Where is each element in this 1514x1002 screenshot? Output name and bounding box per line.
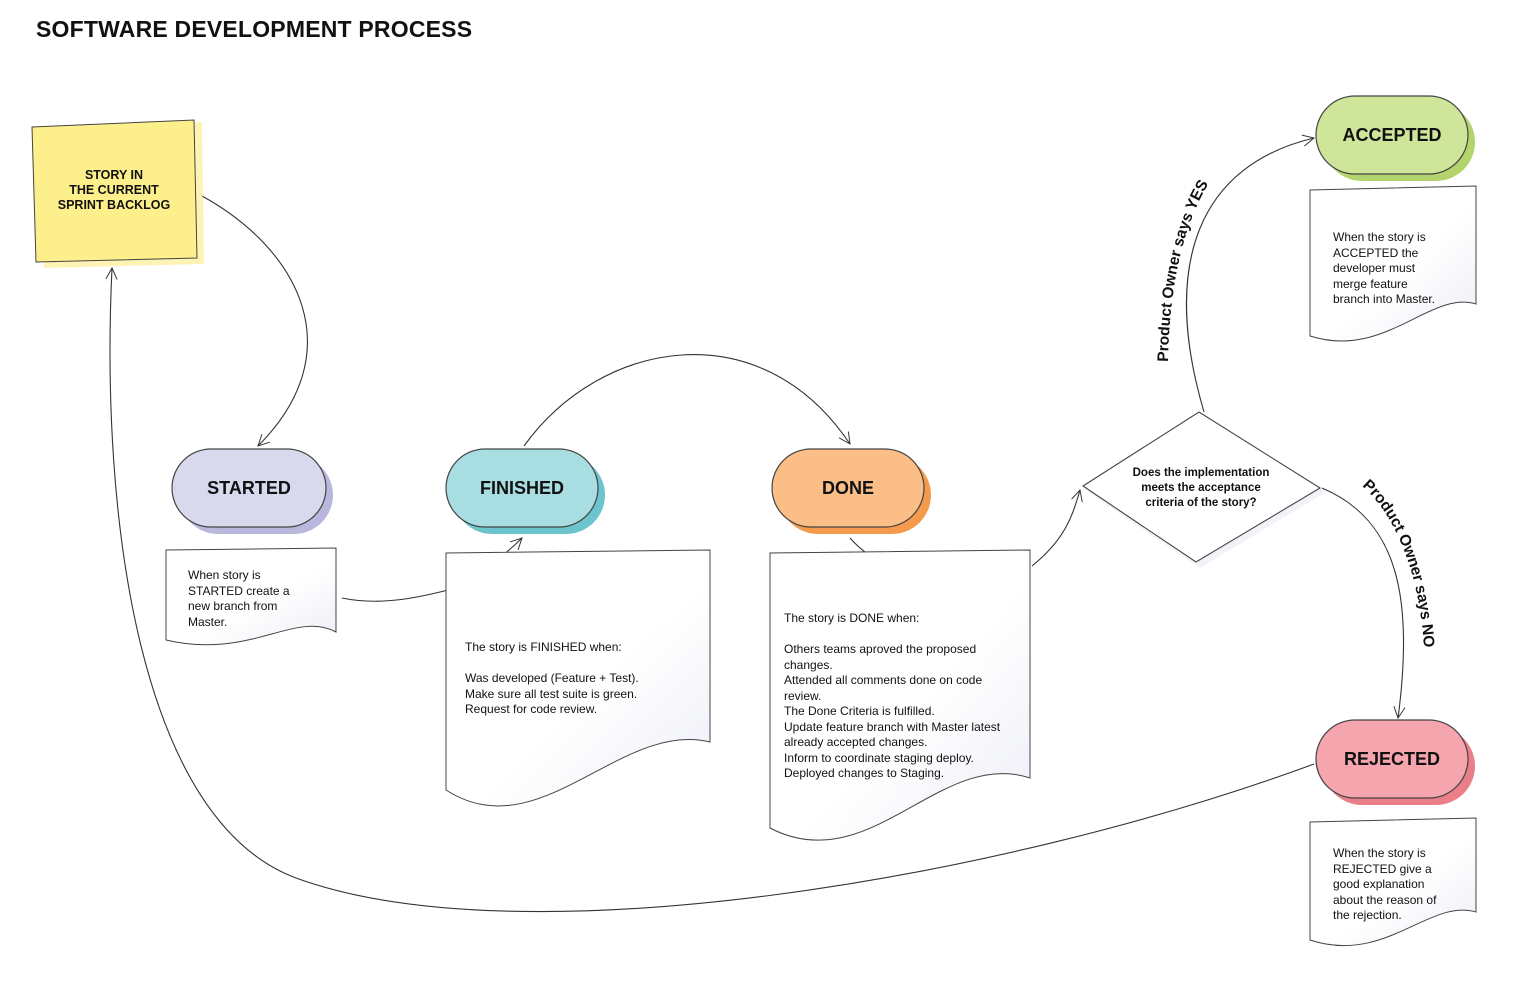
state-accepted — [1315, 95, 1475, 181]
decision-question: Does the implementation meets the accept… — [1132, 467, 1270, 509]
svg-text:Product Owner says YES: Product Owner says YES — [1155, 177, 1212, 362]
yes-edge-label: Product Owner says YES — [1155, 177, 1212, 362]
state-rejected — [1315, 719, 1475, 805]
edge-decision-to-accepted — [1186, 134, 1316, 413]
backlog-sticky-note — [31, 119, 204, 268]
state-done-label: DONE — [821, 477, 874, 498]
note-done-shape — [769, 549, 1031, 841]
note-rejected-shape — [1309, 817, 1477, 947]
state-done — [771, 448, 931, 534]
state-finished-label: FINISHED — [479, 477, 564, 498]
svg-text:Product Owner says NO: Product Owner says NO — [1359, 476, 1437, 648]
no-edge-label: Product Owner says NO — [1359, 476, 1437, 648]
edge-decision-to-rejected — [1321, 487, 1406, 720]
note-finished-shape — [445, 549, 711, 807]
backlog-label: STORY IN THE CURRENT SPRINT BACKLOG — [57, 168, 171, 212]
state-accepted-label: ACCEPTED — [1342, 124, 1442, 145]
edge-backlog-to-started — [201, 195, 308, 447]
state-rejected-label: REJECTED — [1343, 748, 1441, 769]
edge-rejected-to-backlog — [105, 266, 1315, 913]
note-started-shape — [165, 547, 337, 646]
note-finished-text: The story is FINISHED when: Was develope… — [465, 640, 639, 716]
note-accepted-text: When the story is ACCEPTED the developer… — [1333, 230, 1436, 306]
decision-diamond — [1081, 411, 1326, 568]
note-rejected-text: When the story is REJECTED give a good e… — [1333, 846, 1437, 922]
state-started — [171, 448, 333, 534]
edge-finished-to-done — [523, 354, 851, 447]
state-finished — [445, 448, 605, 534]
note-started-text: When story is STARTED create a new branc… — [188, 568, 290, 629]
note-accepted-shape — [1309, 185, 1477, 342]
state-started-label: STARTED — [207, 477, 291, 498]
edge-started-note-to-finished-note — [341, 587, 457, 602]
edge-done-note-to-decision — [1031, 488, 1083, 567]
note-done-text: The story is DONE when: Others teams apr… — [784, 611, 1001, 780]
page-title: SOFTWARE DEVELOPMENT PROCESS — [36, 16, 473, 42]
